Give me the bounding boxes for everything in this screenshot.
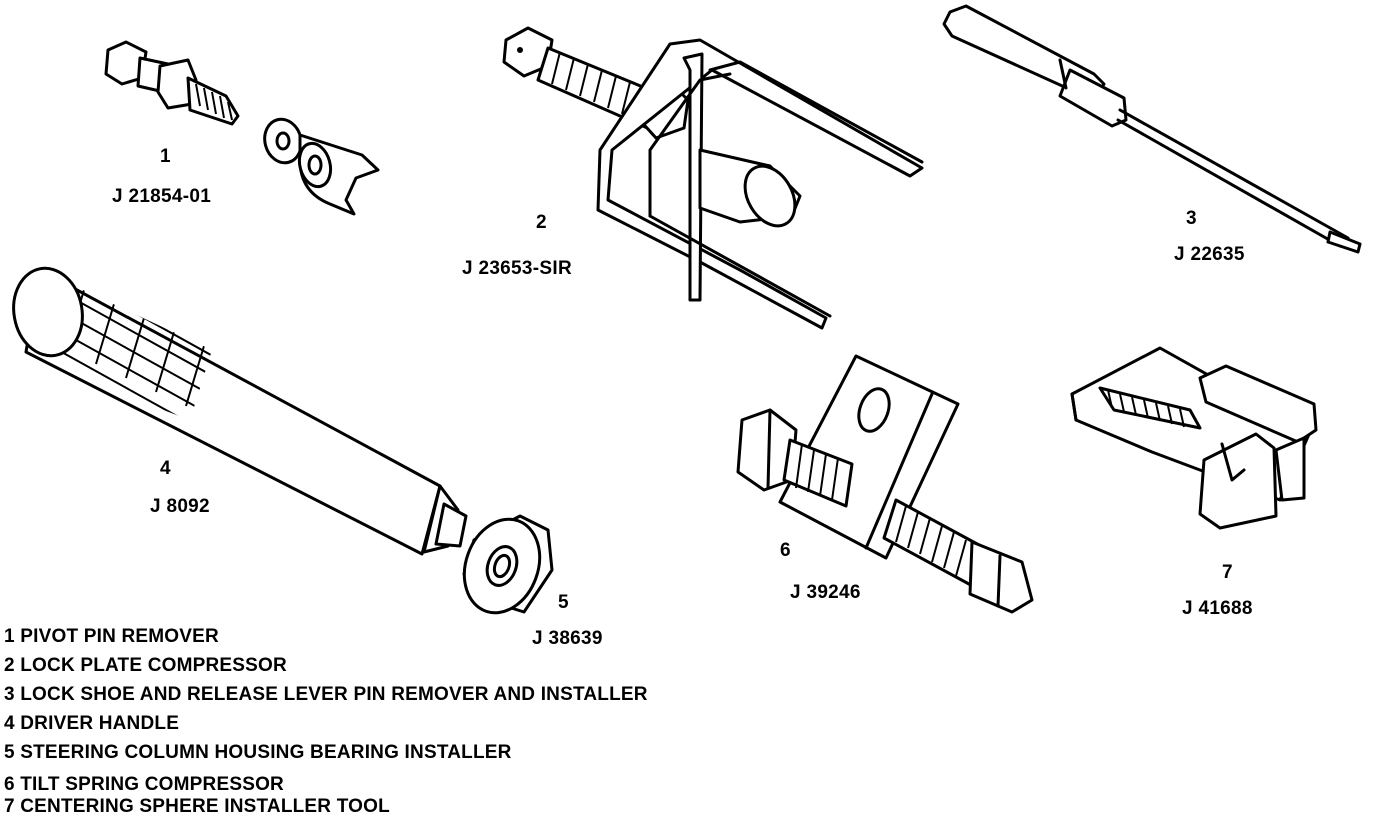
legend-item-1: 1 PIVOT PIN REMOVER bbox=[4, 626, 219, 647]
tool-2-part-number: J 23653-SIR bbox=[462, 258, 572, 279]
legend-item-7: 7 CENTERING SPHERE INSTALLER TOOL bbox=[4, 796, 390, 817]
tool-1-part-number: J 21854-01 bbox=[112, 186, 212, 207]
legend-item-6: 6 TILT SPRING COMPRESSOR bbox=[4, 774, 284, 795]
tool-5-part-number: J 38639 bbox=[532, 628, 603, 649]
tool-3-part-number: J 22635 bbox=[1174, 244, 1245, 265]
legend-item-2: 2 LOCK PLATE COMPRESSOR bbox=[4, 655, 287, 676]
tool-4-part-number: J 8092 bbox=[150, 496, 210, 517]
lock-plate-compressor-drawing bbox=[502, 26, 924, 330]
legend-item-3: 3 LOCK SHOE AND RELEASE LEVER PIN REMOVE… bbox=[4, 684, 648, 705]
tool-6-part-number: J 39246 bbox=[790, 582, 861, 603]
legend-item-4: 4 DRIVER HANDLE bbox=[4, 713, 180, 734]
tool-5-number: 5 bbox=[558, 592, 569, 613]
tool-7-part-number: J 41688 bbox=[1182, 598, 1253, 619]
tool-1-number: 1 bbox=[160, 146, 171, 167]
centering-sphere-installer-drawing bbox=[1070, 346, 1318, 530]
tool-4-number: 4 bbox=[160, 458, 171, 479]
lock-shoe-pin-tool-drawing bbox=[942, 4, 1362, 254]
legend-item-5: 5 STEERING COLUMN HOUSING BEARING INSTAL… bbox=[4, 742, 512, 763]
tool-2-number: 2 bbox=[536, 212, 547, 233]
tool-6-number: 6 bbox=[780, 540, 791, 561]
tool-3-number: 3 bbox=[1186, 208, 1197, 229]
tilt-spring-compressor-drawing bbox=[736, 354, 1034, 614]
bearing-installer-drawing bbox=[462, 514, 554, 615]
tool-7-number: 7 bbox=[1222, 562, 1233, 583]
pivot-pin-remover-drawing bbox=[104, 40, 380, 216]
driver-handle-drawing bbox=[12, 266, 468, 556]
